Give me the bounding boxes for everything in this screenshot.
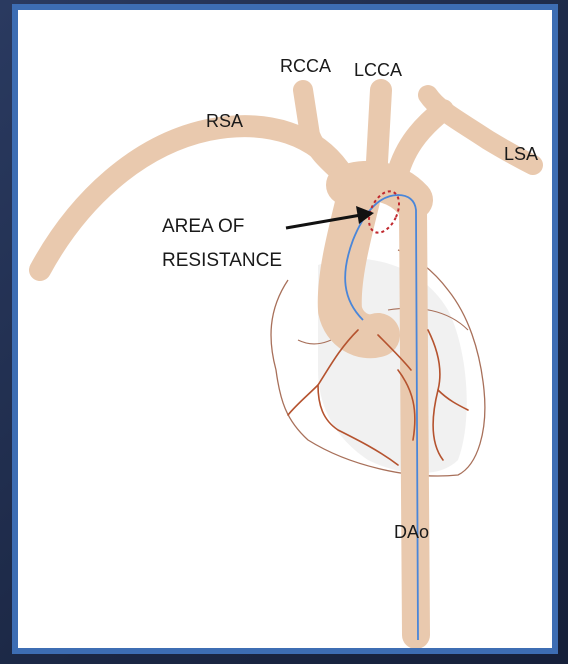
- diagram-panel: RCCA LCCA RSA LSA AREA OF RESISTANCE DAo: [12, 4, 558, 654]
- label-rsa: RSA: [206, 111, 243, 131]
- label-area-of: AREA OF: [162, 216, 244, 237]
- label-resistance: RESISTANCE: [162, 250, 282, 271]
- label-rcca: RCCA: [280, 56, 331, 76]
- label-dao: DAo: [394, 522, 429, 542]
- label-lsa: LSA: [504, 144, 538, 164]
- aortic-arch-diagram: RCCA LCCA RSA LSA AREA OF RESISTANCE DAo: [18, 10, 552, 648]
- right-subclavian-artery: [40, 126, 343, 270]
- label-lcca: LCCA: [354, 60, 402, 80]
